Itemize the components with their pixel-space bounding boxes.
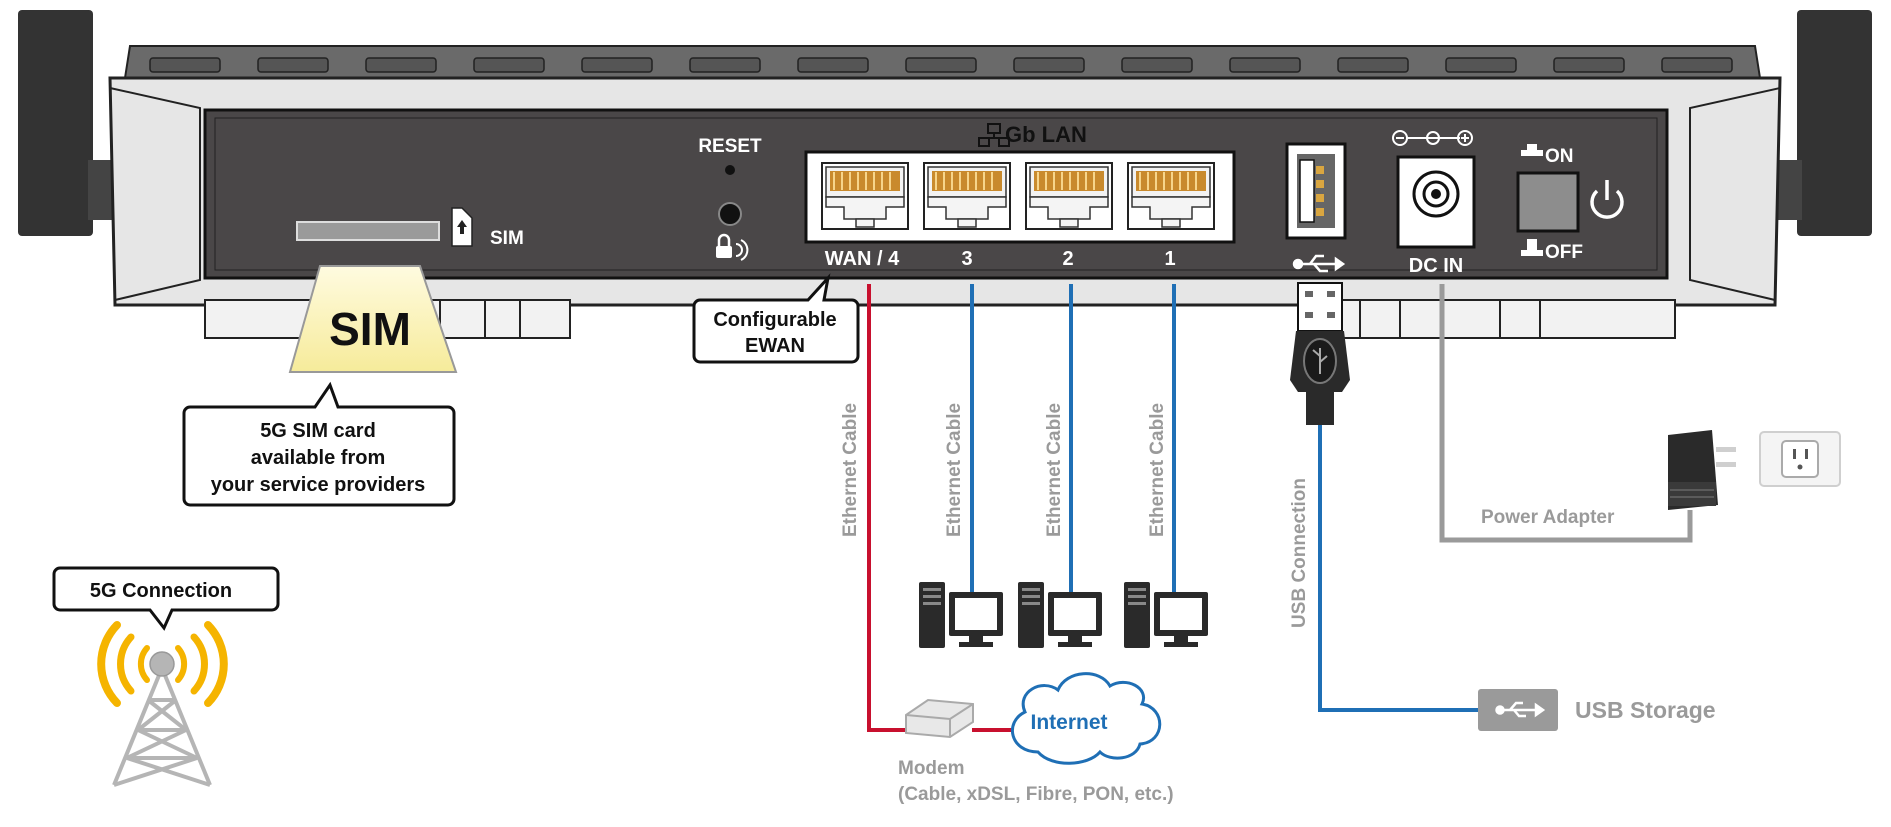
wps-button[interactable] bbox=[718, 202, 742, 226]
power-outlet-icon bbox=[1759, 431, 1841, 487]
sim-icon bbox=[451, 207, 473, 247]
lan3-port[interactable] bbox=[923, 162, 1011, 230]
ewan-line1: Configurable bbox=[713, 309, 836, 331]
sim-callout-line2: available from bbox=[251, 447, 386, 469]
power-adapter-icon bbox=[1668, 430, 1736, 510]
lan2-cable-label: Ethernet Cable bbox=[1044, 403, 1065, 537]
5g-connection-label: 5G Connection bbox=[90, 580, 232, 602]
computer-icon-2 bbox=[1018, 582, 1102, 648]
left-antenna bbox=[18, 10, 93, 236]
power-cable bbox=[1439, 284, 1693, 543]
computer-icon-3 bbox=[919, 582, 1003, 648]
modem-label: Modem bbox=[898, 758, 965, 779]
dc-in-jack[interactable] bbox=[1396, 155, 1476, 249]
lock-wireless-icon bbox=[716, 233, 749, 261]
port-label-3: 3 bbox=[961, 248, 972, 270]
usb-storage-device bbox=[1478, 689, 1558, 731]
off-indicator-icon bbox=[1521, 239, 1543, 256]
lan2-port[interactable] bbox=[1025, 162, 1113, 230]
power-switch[interactable] bbox=[1516, 171, 1580, 233]
reset-label: RESET bbox=[698, 136, 762, 157]
sim-callout: 5G SIM card available from your service … bbox=[182, 381, 456, 507]
reset-pinhole[interactable] bbox=[725, 165, 735, 175]
wan-cable-label: Ethernet Cable bbox=[840, 403, 861, 537]
internet-label: Internet bbox=[1030, 711, 1107, 734]
sim-card: SIM bbox=[288, 265, 458, 373]
sim-callout-line1: 5G SIM card bbox=[260, 420, 376, 442]
sim-card-label: SIM bbox=[329, 303, 411, 355]
5g-connection-callout: 5G Connection bbox=[52, 566, 280, 631]
power-icon bbox=[1590, 180, 1624, 219]
lan3-cable-label: Ethernet Cable bbox=[944, 403, 965, 537]
dc-in-label: DC IN bbox=[1409, 255, 1463, 277]
on-indicator-icon bbox=[1521, 144, 1543, 156]
sim-callout-line3: your service providers bbox=[211, 474, 426, 496]
lan-cables bbox=[970, 284, 1176, 598]
cloud-icon bbox=[1010, 672, 1162, 765]
ewan-line2: EWAN bbox=[745, 335, 805, 357]
right-antenna bbox=[1797, 10, 1872, 236]
antenna-tower-icon bbox=[97, 621, 228, 787]
power-adapter-label: Power Adapter bbox=[1481, 507, 1615, 528]
usb-plug bbox=[1290, 282, 1350, 425]
usb-cable bbox=[1318, 425, 1480, 712]
lan1-cable-label: Ethernet Cable bbox=[1147, 403, 1168, 537]
port-label-wan: WAN / 4 bbox=[825, 248, 900, 270]
computer-icon-1 bbox=[1124, 582, 1208, 648]
usb-storage-label: USB Storage bbox=[1575, 697, 1716, 723]
wan-cable bbox=[867, 284, 1012, 732]
wan4-port[interactable] bbox=[821, 162, 909, 230]
off-label: OFF bbox=[1545, 242, 1583, 263]
sim-slot[interactable]: SIM bbox=[296, 207, 524, 249]
ewan-callout: Configurable EWAN bbox=[692, 273, 860, 364]
sim-slot-label: SIM bbox=[490, 228, 524, 249]
lan-group-label: Gb LAN bbox=[1005, 122, 1087, 147]
modem-types-label: (Cable, xDSL, Fibre, PON, etc.) bbox=[898, 784, 1174, 805]
usb-port[interactable] bbox=[1285, 142, 1347, 240]
port-label-2: 2 bbox=[1062, 248, 1073, 270]
usb-cable-label: USB Connection bbox=[1289, 478, 1310, 628]
dc-polarity-icon bbox=[1392, 130, 1473, 146]
lan1-port[interactable] bbox=[1127, 162, 1215, 230]
lan-network-icon bbox=[978, 123, 1010, 147]
usb-icon bbox=[1292, 254, 1346, 273]
port-label-1: 1 bbox=[1164, 248, 1175, 270]
on-label: ON bbox=[1545, 146, 1574, 167]
modem-icon bbox=[905, 698, 974, 739]
